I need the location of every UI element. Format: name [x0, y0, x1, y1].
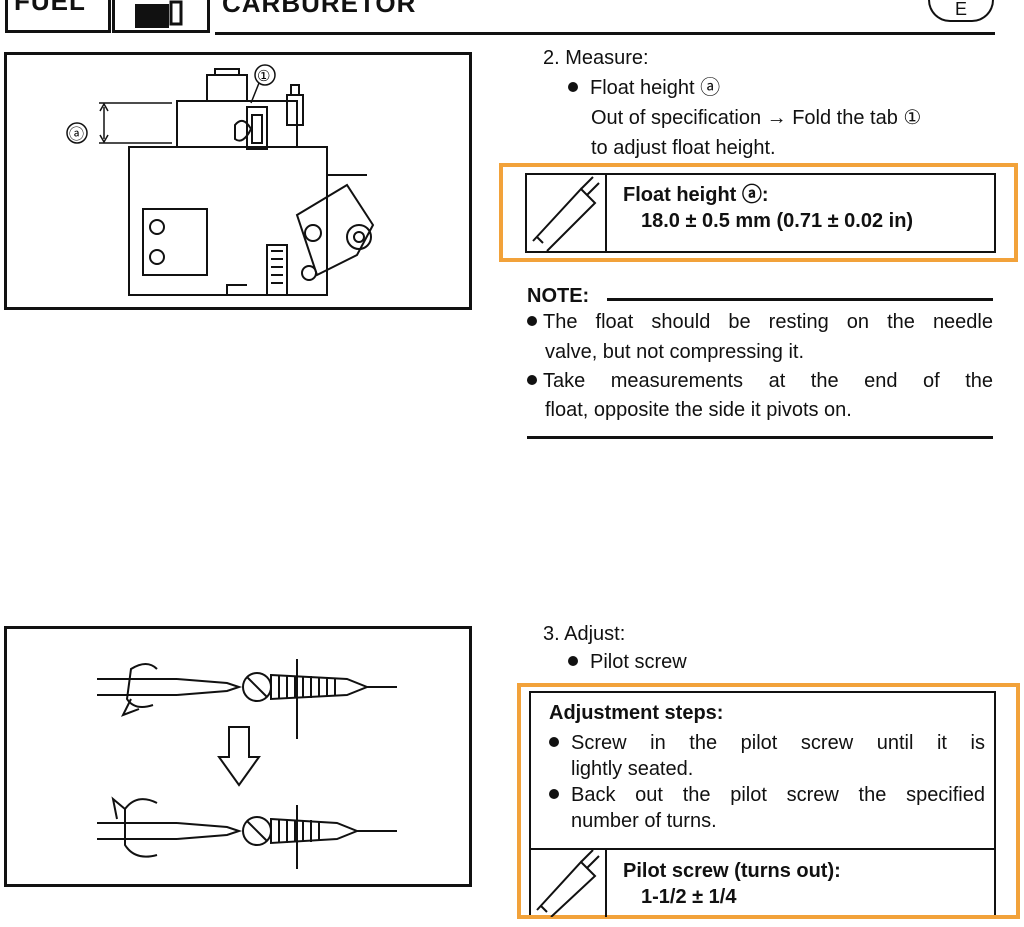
float-height-spec-frame: Float height ⓐ: 18.0 ± 0.5 mm (0.71 ± 0.…: [499, 163, 1018, 262]
bullet-icon: [568, 81, 578, 92]
adjustment-steps-frame: Adjustment steps: Screw in the pilot scr…: [517, 683, 1020, 919]
adjustment-item2-line2: number of turns.: [571, 810, 717, 832]
step2-title: 2. Measure:: [543, 47, 649, 69]
note-item2-line2: float, opposite the side it pivots on.: [545, 399, 852, 421]
adjustment-divider: [531, 848, 994, 850]
language-badge: E: [928, 0, 994, 22]
section-label: FUEL: [14, 0, 86, 16]
spec-icon-cell: [531, 849, 607, 918]
float-height-spec-value: 18.0 ± 0.5 mm (0.71 ± 0.02 in): [641, 210, 914, 232]
float-height-spec-box: Float height ⓐ: 18.0 ± 0.5 mm (0.71 ± 0.…: [525, 173, 996, 253]
callout-a: ⓐ: [69, 125, 84, 143]
adjustment-steps-box: Adjustment steps: Screw in the pilot scr…: [529, 691, 996, 918]
fuel-pump-icon: [135, 0, 183, 28]
step3-bullet-text: Pilot screw: [590, 651, 687, 673]
callout-1: ①: [257, 67, 270, 85]
note-label: NOTE:: [527, 285, 590, 307]
note-item1-line2: valve, but not compressing it.: [545, 341, 805, 363]
float-height-figure: ⓐ ①: [4, 52, 472, 310]
adjustment-steps-heading: Adjustment steps:: [549, 702, 724, 724]
step3-title: 3. Adjust:: [543, 623, 626, 645]
caliper-icon: [532, 176, 600, 252]
section-tab: FUEL: [5, 0, 111, 33]
spec-icon-cell: [527, 175, 607, 252]
pilot-screw-spec-value: 1-1/2 ± 1/4: [641, 886, 737, 908]
adjustment-item1-line2: lightly seated.: [571, 758, 694, 780]
bullet-icon: [549, 736, 559, 747]
adjustment-item1-line1: Screw in the pilot screw until it is: [549, 731, 985, 755]
float-height-spec-title: Float height ⓐ:: [623, 184, 769, 206]
step2-bullet-text: Float height ⓐ: [590, 77, 721, 99]
note-bottom-rule: [527, 436, 993, 439]
bullet-icon: [527, 315, 537, 326]
page-title: CARBURETOR: [222, 0, 417, 18]
note-item2-line1: Take measurements at the end of the: [527, 367, 993, 396]
bullet-icon: [527, 374, 537, 385]
note-top-rule: [607, 298, 993, 301]
caliper-icon: [536, 849, 600, 918]
step2-instruction-1: Out of specification → Fold the tab ①: [591, 107, 922, 129]
step3-bullet: Pilot screw: [568, 650, 687, 674]
header-rule: [215, 32, 995, 35]
note-item1-line1: The float should be resting on the needl…: [527, 308, 993, 337]
carburetor-float-illustration: ⓐ ①: [66, 64, 375, 296]
bullet-icon: [549, 788, 559, 799]
pilot-screw-spec-title: Pilot screw (turns out):: [623, 860, 841, 882]
step2-bullet: Float height ⓐ: [568, 76, 720, 100]
adjustment-item2-line1: Back out the pilot screw the specified: [549, 783, 985, 807]
section-icon-box: [112, 0, 210, 33]
pilot-screw-figure: [4, 626, 472, 887]
step2-instruction-2: to adjust float height.: [591, 137, 776, 159]
pilot-screw-illustration: [97, 659, 397, 869]
bullet-icon: [568, 655, 578, 666]
